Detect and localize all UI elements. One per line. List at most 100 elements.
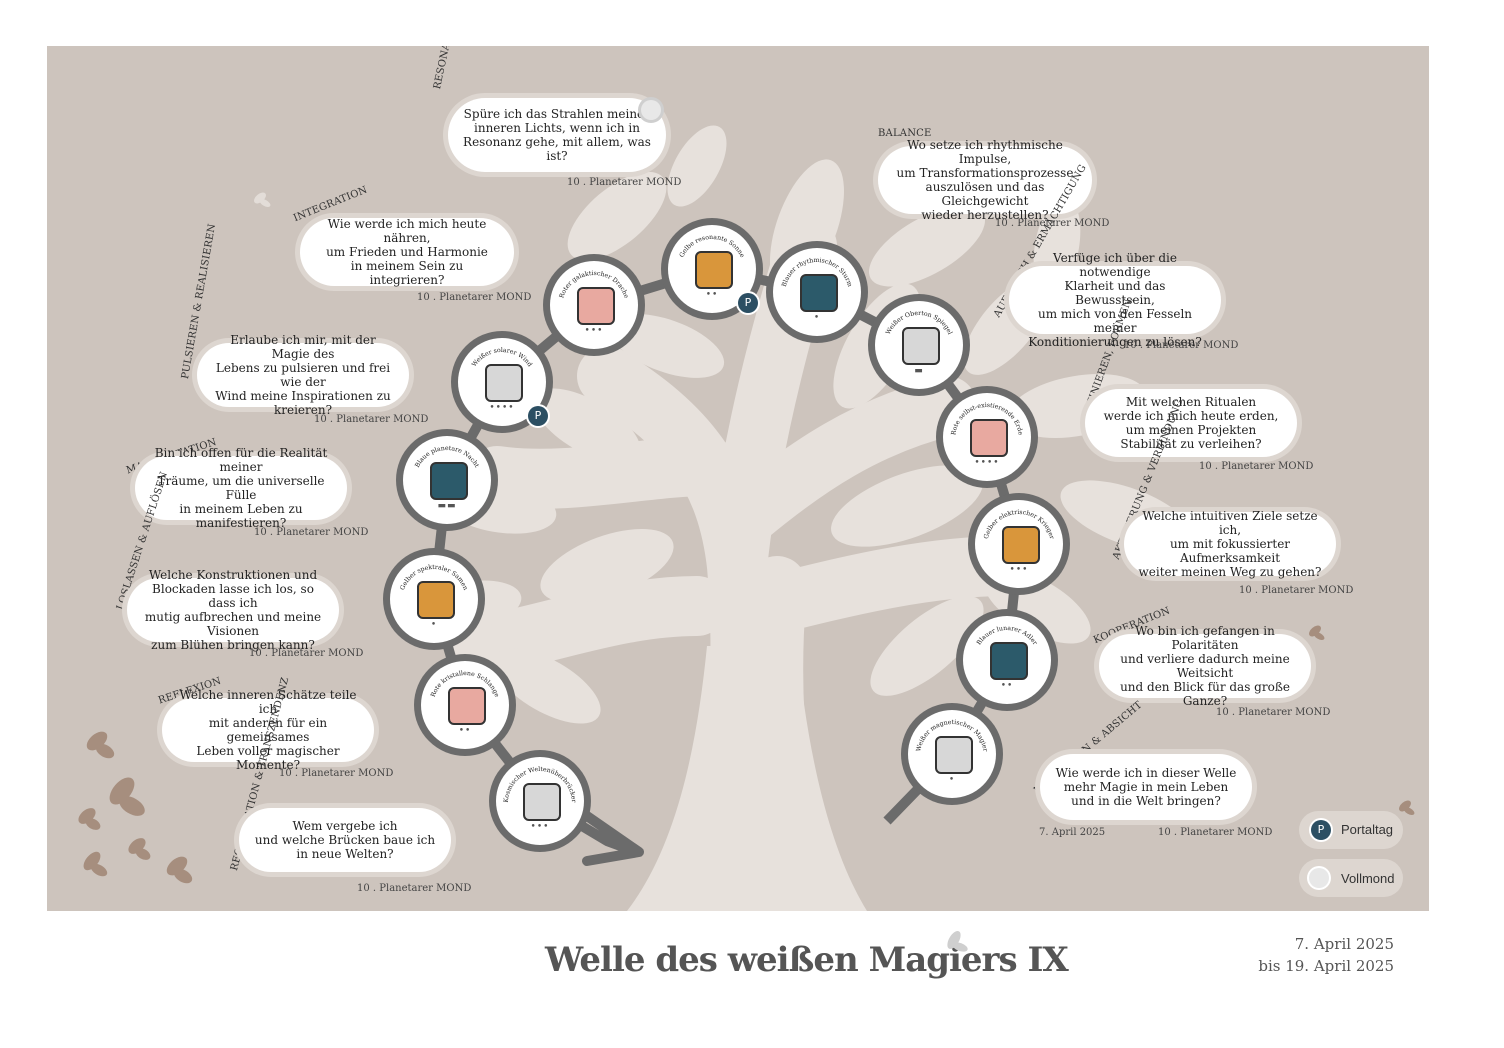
question-planet: 10 . Planetarer MOND <box>1216 707 1331 718</box>
yellow-glyph-icon <box>695 251 733 289</box>
question-planet: 10 . Planetarer MOND <box>254 527 369 538</box>
kin-symbol: Gelber spektraler Samen• <box>390 555 478 643</box>
portal-icon: P <box>528 406 548 426</box>
white-glyph-icon <box>935 736 973 774</box>
red-glyph-icon <box>577 287 615 325</box>
question-text: Welche Konstruktionen und Blockaden lass… <box>144 568 322 652</box>
question-text: Verfüge ich über die notwendige Klarheit… <box>1028 251 1202 349</box>
question-bubble: Wie werde ich in dieser Welle mehr Magie… <box>1040 754 1252 820</box>
question-text: Welche inneren Schätze teile ich mit and… <box>179 688 357 772</box>
tone-dots: •••• <box>974 458 1000 468</box>
butterfly-icon <box>1309 625 1325 640</box>
question-theme: BALANCE <box>878 128 932 139</box>
butterfly-icon <box>947 930 968 952</box>
question-planet: 10 . Planetarer MOND <box>1199 461 1314 472</box>
blue-glyph-icon <box>990 642 1028 680</box>
tone-dots: ▬▬ <box>437 501 457 511</box>
kin-symbol: Blaue planetare Nacht▬▬ <box>403 436 491 524</box>
question-bubble: Welche inneren Schätze teile ich mit and… <box>162 688 374 772</box>
question-planet: 10 . Planetarer MOND <box>995 218 1110 229</box>
kin-symbol: Weißer magnetischer Magier• <box>908 710 996 798</box>
question-bubble: Wem vergebe ich und welche Brücken baue … <box>239 808 451 872</box>
question-bubble: Welche intuitiven Ziele setze ich, um mi… <box>1124 509 1336 579</box>
white-glyph-icon <box>523 783 561 821</box>
butterfly-icon <box>83 851 108 877</box>
question-bubble: Bin ich offen für die Realität meiner Tr… <box>135 446 347 530</box>
wave-panel: RESONANZ & INSPIRATION Spüre ich das Str… <box>47 46 1429 911</box>
butterfly-icon <box>254 192 271 207</box>
question-text: Bin ich offen für die Realität meiner Tr… <box>154 446 328 530</box>
legend-fullmoon-label: Vollmond <box>1341 871 1395 886</box>
question-planet: 10 . Planetarer MOND <box>1124 340 1239 351</box>
kin-symbol: Blauer lunarer Adler •• <box>963 616 1051 704</box>
fullmoon-icon <box>641 100 661 120</box>
blue-glyph-icon <box>800 274 838 312</box>
question-text: Erlaube ich mir, mit der Magie des Leben… <box>215 333 391 417</box>
kin-symbol: Blauer rhythmischer Sturm• <box>773 248 861 336</box>
question-text: Wie werde ich mich heute nähren, um Frie… <box>326 217 488 287</box>
legend-portal-label: Portaltag <box>1341 822 1394 837</box>
tone-dots: • <box>813 313 821 323</box>
question-text: Wie werde ich in dieser Welle mehr Magie… <box>1055 766 1237 808</box>
butterfly-icon <box>1399 800 1415 815</box>
question-text: Spüre ich das Strahlen meines inneren Li… <box>463 107 651 163</box>
butterfly-icon <box>166 856 193 884</box>
question-bubble: Wo bin ich gefangen in Polaritäten und v… <box>1099 624 1311 708</box>
question-text: Mit welchen Ritualen werde ich mich heut… <box>1103 395 1279 451</box>
yellow-glyph-icon <box>417 581 455 619</box>
red-glyph-icon <box>970 419 1008 457</box>
question-bubble: Mit welchen Ritualen werde ich mich heut… <box>1085 389 1297 457</box>
fullmoon-icon <box>1309 868 1329 888</box>
butterfly-icon <box>86 731 115 759</box>
page-title: Welle des weißen Magiers IX <box>545 940 1069 980</box>
question-bubble: Welche Konstruktionen und Blockaden lass… <box>127 568 339 652</box>
tone-dots: • <box>948 775 956 785</box>
tone-dots: • <box>430 620 438 630</box>
tone-dots: ••• <box>1009 565 1029 575</box>
question-bubble: Erlaube ich mir, mit der Magie des Leben… <box>197 333 409 417</box>
blue-glyph-icon <box>430 462 468 500</box>
butterfly-icon <box>109 777 145 816</box>
question-planet: 10 . Planetarer MOND <box>357 883 472 894</box>
kin-symbol: Roter galaktischer Drache••• <box>550 261 638 349</box>
question-text: Wem vergebe ich und welche Brücken baue … <box>254 819 436 861</box>
question-text: Wo bin ich gefangen in Polaritäten und v… <box>1120 624 1290 708</box>
question-text: Welche intuitiven Ziele setze ich, um mi… <box>1138 509 1322 579</box>
question-text: Wo setze ich rhythmische Impulse, um Tra… <box>896 138 1074 222</box>
question-planet: 10 . Planetarer MOND <box>279 768 394 779</box>
tone-dots: ••• <box>584 326 604 336</box>
kin-symbol: Gelbe resonante Sonne•• <box>668 225 756 313</box>
tone-dots: •••• <box>489 403 515 413</box>
butterfly-icon <box>78 808 101 830</box>
kin-symbol: Weißer Oberton Spiegel▬ <box>875 301 963 389</box>
white-glyph-icon <box>485 364 523 402</box>
tone-dots: •• <box>458 726 472 736</box>
tone-dots: ••• <box>530 822 550 832</box>
butterfly-icon <box>128 838 151 860</box>
kin-name-arc: Blauer lunarer Adler <box>976 625 1039 646</box>
tone-dots: •• <box>705 290 719 300</box>
kin-symbol: Kosmischer Weltenüberbrücker••• <box>496 757 584 845</box>
kin-symbol: Gelber elektrischer Krieger••• <box>975 500 1063 588</box>
question-bubble: Verfüge ich über die notwendige Klarheit… <box>1009 251 1221 349</box>
kin-symbol: Rote kristallene Schlange•• <box>421 661 509 749</box>
question-planet: 10 . Planetarer MOND <box>417 292 532 303</box>
tone-dots: ▬ <box>914 366 924 376</box>
kin-symbol: Rote selbst-existierende Erde•••• <box>943 393 1031 481</box>
yellow-glyph-icon <box>1002 526 1040 564</box>
date-from: 7. April 2025 <box>1294 935 1394 953</box>
question-bubble: Wo setze ich rhythmische Impulse, um Tra… <box>878 138 1092 222</box>
question-bubble: Spüre ich das Strahlen meines inneren Li… <box>448 98 666 172</box>
white-glyph-icon <box>902 327 940 365</box>
question-bubble: Wie werde ich mich heute nähren, um Frie… <box>300 217 514 287</box>
question-planet: 10 . Planetarer MOND <box>567 177 682 188</box>
portal-icon: P <box>738 293 758 313</box>
kin-name-arc: Weißer solarer Wind <box>471 347 534 368</box>
question-planet: 10 . Planetarer MOND <box>1158 827 1273 838</box>
red-glyph-icon <box>448 687 486 725</box>
question-planet: 10 . Planetarer MOND <box>1239 585 1354 596</box>
date-to: bis 19. April 2025 <box>1258 957 1394 975</box>
portal-icon: P <box>1311 820 1331 840</box>
tone-dots: •• <box>1000 681 1014 691</box>
question-planet: 10 . Planetarer MOND <box>249 648 364 659</box>
